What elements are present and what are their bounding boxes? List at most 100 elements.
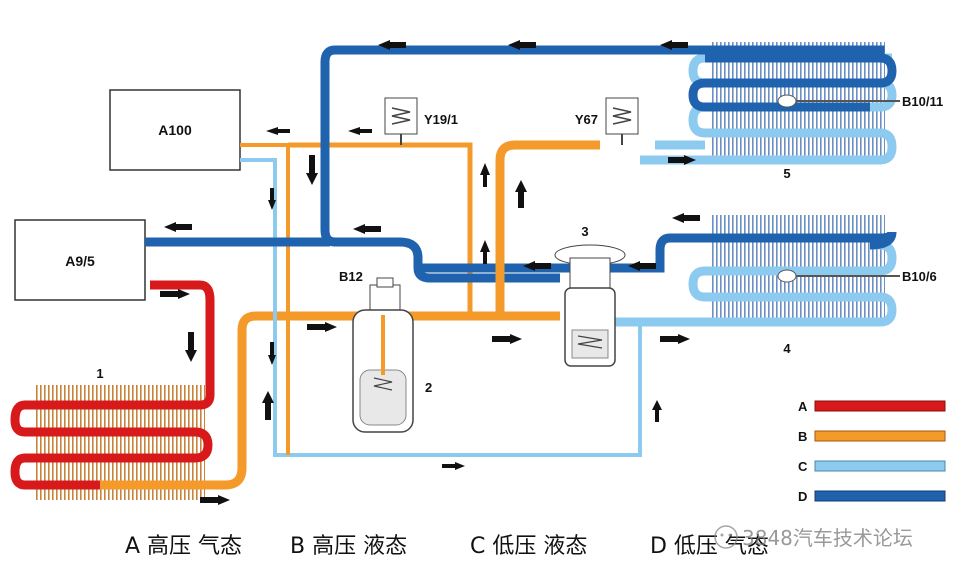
legend-swatch <box>814 430 946 442</box>
evaporator-4-label: 4 <box>783 341 791 356</box>
pipe-orange-thin-a100 <box>240 143 290 455</box>
flow-arrows <box>160 40 700 505</box>
legend-letter: D <box>798 489 807 504</box>
flow-arrow <box>628 261 640 271</box>
flow-arrow <box>510 334 522 344</box>
flow-arrow-tail <box>535 263 551 269</box>
flow-arrow <box>378 40 390 50</box>
flow-arrow <box>268 355 276 365</box>
flow-arrow-tail <box>265 403 271 420</box>
captions: A 高压 气态 B 高压 液态 C 低压 液态 D 低压 气态 <box>125 534 769 559</box>
pipe-orange-to-y67 <box>495 140 600 316</box>
flow-arrow <box>164 222 176 232</box>
pipe-blue-main <box>320 45 885 283</box>
sensor-b1011 <box>777 94 797 108</box>
flow-arrow-tail <box>365 226 381 232</box>
y67-label: Y67 <box>575 112 598 127</box>
flow-arrow <box>353 224 365 234</box>
flow-arrow-tail <box>492 336 510 342</box>
flow-arrow-tail <box>278 129 290 133</box>
flow-arrow-tail <box>307 324 325 330</box>
receiver-drier-2: B12 2 <box>339 269 432 433</box>
watermark: 3848汽车技术论坛 <box>714 525 913 550</box>
b12-label: B12 <box>339 269 363 284</box>
valve-y67: Y67 <box>575 97 639 145</box>
sensor-b106 <box>777 269 797 283</box>
caption-a: A 高压 气态 <box>125 534 242 559</box>
valve-y67-body <box>605 97 639 135</box>
pipe-lightblue-evap5 <box>640 53 897 165</box>
flow-arrow-tail <box>483 175 487 187</box>
flow-arrow-tail <box>518 192 524 208</box>
pipe-red <box>10 280 215 490</box>
evaporator-4: B10/6 4 <box>420 215 937 356</box>
flow-arrow <box>508 40 520 50</box>
condenser-1-label: 1 <box>96 366 103 381</box>
legend-swatch <box>814 460 946 472</box>
expansion-valve-label: 3 <box>581 224 588 239</box>
flow-arrow-tail <box>160 291 178 297</box>
flow-arrow <box>455 462 465 470</box>
flow-arrow <box>678 334 690 344</box>
pipe-blue-evap5 <box>688 53 897 112</box>
flow-arrow-tail <box>200 497 218 503</box>
module-a100: A100 <box>109 89 241 171</box>
legend: A B C D <box>798 399 946 504</box>
flow-arrow-tail <box>672 42 688 48</box>
flow-arrow-tail <box>520 42 536 48</box>
pipe-orange-y191 <box>288 142 473 316</box>
pipe-blue-evap4 <box>420 231 897 273</box>
flow-arrow-tail <box>309 155 315 173</box>
evaporator-5-label: 5 <box>783 166 790 181</box>
flow-arrow-tail <box>655 410 659 422</box>
flow-arrow <box>218 495 230 505</box>
legend-letter: B <box>798 429 807 444</box>
flow-arrow-tail <box>270 342 274 355</box>
b12-sensor-body <box>369 284 401 311</box>
flow-arrow <box>672 213 684 223</box>
flow-arrow <box>185 350 197 362</box>
caption-b: B 高压 液态 <box>290 534 407 559</box>
legend-letter: C <box>798 459 808 474</box>
flow-arrow-tail <box>188 332 194 350</box>
flow-arrow <box>515 180 527 192</box>
flow-arrow-tail <box>668 157 684 163</box>
flow-arrow <box>684 155 696 165</box>
flow-arrow-tail <box>442 464 455 468</box>
b106-label: B10/6 <box>902 269 937 284</box>
flow-arrow <box>348 127 360 135</box>
flow-arrow-tail <box>640 263 656 269</box>
valve-y191: Y19/1 <box>384 97 458 145</box>
flow-arrow-tail <box>270 188 274 200</box>
pipe-orange-condenser-out <box>100 311 345 490</box>
flow-arrow-tail <box>360 129 372 133</box>
wechat-icon <box>714 525 738 549</box>
a95-label: A9/5 <box>65 253 95 269</box>
flow-arrow-tail <box>660 336 678 342</box>
legend-swatch <box>814 400 946 412</box>
flow-arrow-tail <box>390 42 406 48</box>
module-a95: A9/5 <box>14 219 146 301</box>
caption-d: D 低压 气态 <box>650 534 769 559</box>
flow-arrow <box>306 173 318 185</box>
legend-swatch <box>814 490 946 502</box>
pipe-lightblue-return <box>240 158 642 457</box>
watermark-text: 3848汽车技术论坛 <box>742 526 913 550</box>
flow-arrow <box>480 240 490 252</box>
receiver-label: 2 <box>425 380 432 395</box>
pipe-lightblue-evap4 <box>610 240 897 327</box>
y191-label: Y19/1 <box>424 112 458 127</box>
valve-y191-body <box>384 97 418 135</box>
flow-arrow-tail <box>483 252 487 264</box>
evaporator-5: B10/11 5 <box>640 42 943 181</box>
flow-arrow <box>480 163 490 175</box>
b1011-label: B10/11 <box>902 94 943 109</box>
flow-arrow <box>325 322 337 332</box>
flow-arrow <box>652 400 662 410</box>
expansion-valve-3: 3 <box>554 224 626 367</box>
flow-arrow-tail <box>176 224 192 230</box>
flow-arrow <box>268 200 276 210</box>
flow-arrow <box>660 40 672 50</box>
a100-label: A100 <box>158 122 192 138</box>
